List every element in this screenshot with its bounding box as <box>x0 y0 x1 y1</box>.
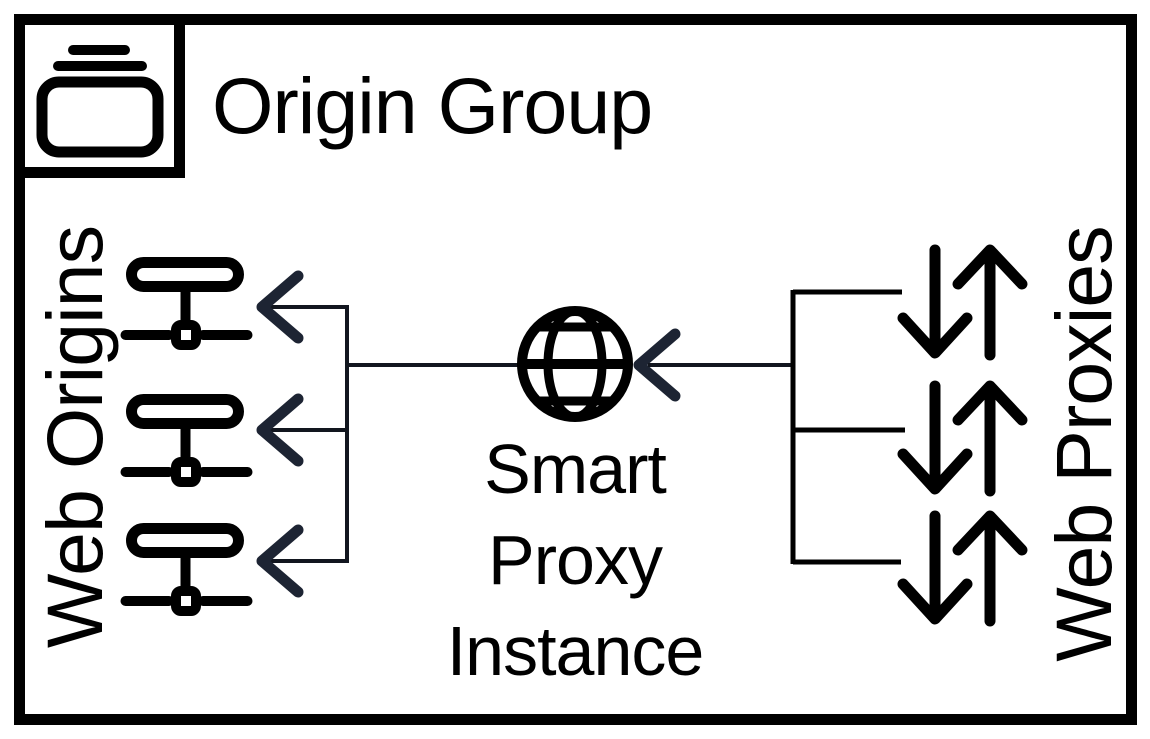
web-proxy-transfer-icon <box>903 250 1022 355</box>
outer-border <box>14 14 1137 725</box>
web-proxy-transfer-icon <box>903 386 1022 491</box>
web-origin-server-icon <box>126 529 248 612</box>
web-origin-server-icon <box>126 263 248 346</box>
smart-proxy-label: Smart Proxy Instance <box>375 424 775 697</box>
origin-connector-lines <box>270 305 518 563</box>
diagram-title: Origin Group <box>212 61 653 150</box>
title-icon-box <box>14 14 185 178</box>
smart-proxy-label-line3: Instance <box>446 612 705 690</box>
origin-group-stack-icon <box>36 45 164 158</box>
web-proxy-transfer-icon <box>903 516 1022 621</box>
web-proxies-label: Web Proxies <box>1039 226 1128 662</box>
proxy-connector-lines <box>790 289 905 565</box>
web-origin-server-icon <box>126 400 248 483</box>
smart-proxy-label-line1: Smart <box>484 430 667 508</box>
smart-proxy-label-line2: Proxy <box>488 521 663 599</box>
web-origins-label: Web Origins <box>30 225 119 649</box>
globe-icon <box>517 306 633 422</box>
